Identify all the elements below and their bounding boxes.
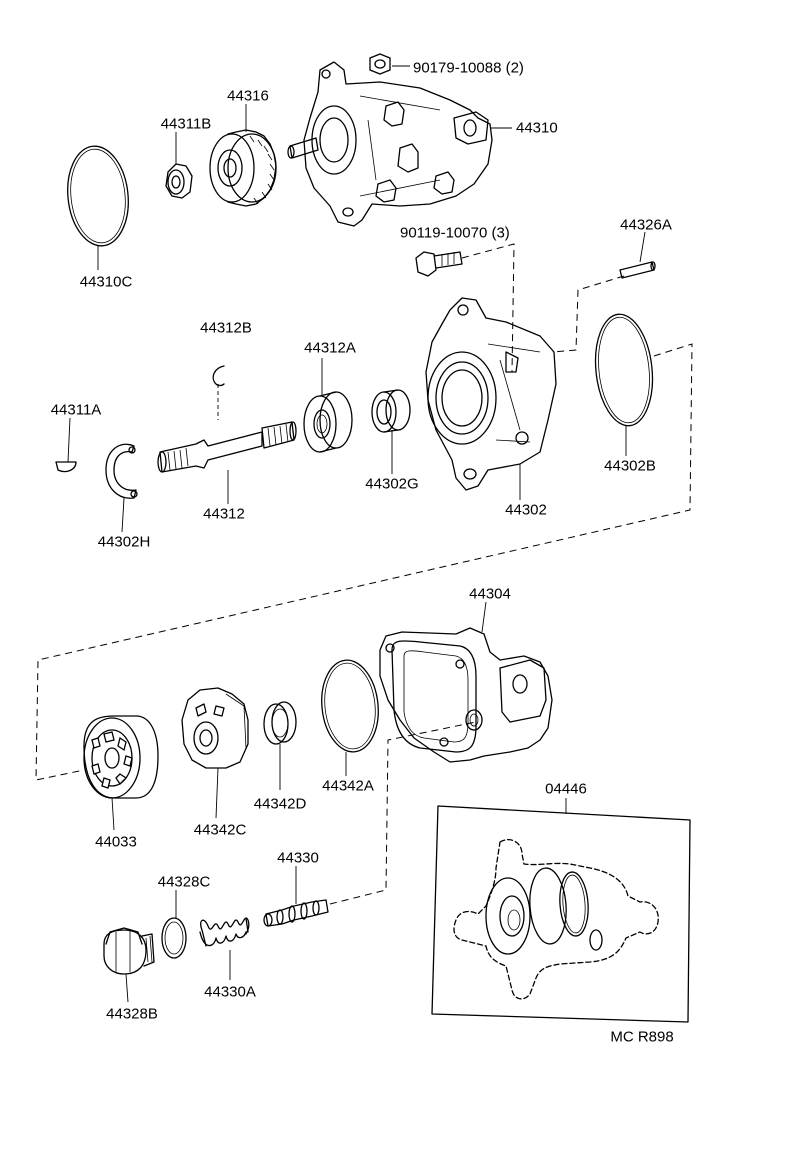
woodruff-key-44311a	[55, 461, 77, 473]
o-ring-44342a	[321, 659, 379, 753]
bearing-44312a	[303, 391, 353, 453]
label-44342c: 44342C	[193, 821, 247, 839]
housing-44302	[425, 297, 557, 491]
label-44310c: 44310C	[79, 273, 133, 291]
label-90119-10070: 90119-10070 (3)	[400, 224, 510, 242]
o-ring-44310c	[67, 145, 129, 247]
label-44312a: 44312A	[304, 339, 356, 357]
label-04446: 04446	[545, 780, 587, 798]
label-44310: 44310	[516, 119, 558, 137]
pump-body-44310	[287, 61, 493, 227]
o-ring-44328c	[161, 917, 187, 959]
seal-44302g	[371, 389, 411, 433]
o-ring-44302b	[594, 313, 654, 427]
main-alignment-line	[35, 343, 693, 781]
label-44342a: 44342A	[322, 777, 374, 795]
label-44328b: 44328B	[106, 1005, 158, 1023]
snap-ring-44312b	[212, 365, 225, 387]
cartridge-44033	[83, 715, 159, 799]
cam-ring-44342c	[181, 687, 249, 769]
spring-44330a	[199, 917, 250, 947]
seal-44342d	[263, 701, 297, 745]
label-44304: 44304	[469, 585, 511, 603]
shaft-44312	[157, 421, 297, 473]
label-44326a: 44326A	[620, 216, 672, 234]
label-90179-10088: 90179-10088 (2)	[413, 59, 524, 77]
pin-alignment-line	[551, 275, 625, 353]
bolt-90119	[415, 251, 463, 277]
label-44312: 44312	[203, 505, 245, 523]
rear-housing-44304	[379, 627, 553, 763]
pin-44326a	[619, 261, 656, 279]
snap-ring-44302h	[105, 443, 137, 499]
label-44311b: 44311B	[160, 115, 212, 133]
valve-44330	[263, 899, 329, 927]
label-44328c: 44328C	[157, 873, 211, 891]
leader-lines	[67, 65, 646, 1003]
gasket-kit-04446	[431, 805, 691, 1023]
nut-44311b	[165, 163, 193, 199]
label-44302h: 44302H	[97, 533, 151, 551]
label-44302: 44302	[505, 501, 547, 519]
label-44311a: 44311A	[50, 401, 102, 419]
label-44342d: 44342D	[253, 795, 307, 813]
label-44312b: 44312B	[200, 319, 252, 337]
label-44302g: 44302G	[365, 475, 419, 493]
bolt-alignment-line	[461, 243, 515, 373]
plug-44328b	[103, 927, 155, 975]
label-44033: 44033	[95, 833, 137, 851]
label-44330: 44330	[277, 849, 319, 867]
gear-44316	[209, 129, 277, 207]
label-44330a: 44330A	[204, 983, 256, 1001]
nut-90179	[369, 53, 391, 75]
figure-code: MC R898	[610, 1028, 674, 1046]
label-44316: 44316	[227, 87, 269, 105]
valve-alignment-line	[329, 721, 477, 905]
label-44302b: 44302B	[604, 457, 656, 475]
